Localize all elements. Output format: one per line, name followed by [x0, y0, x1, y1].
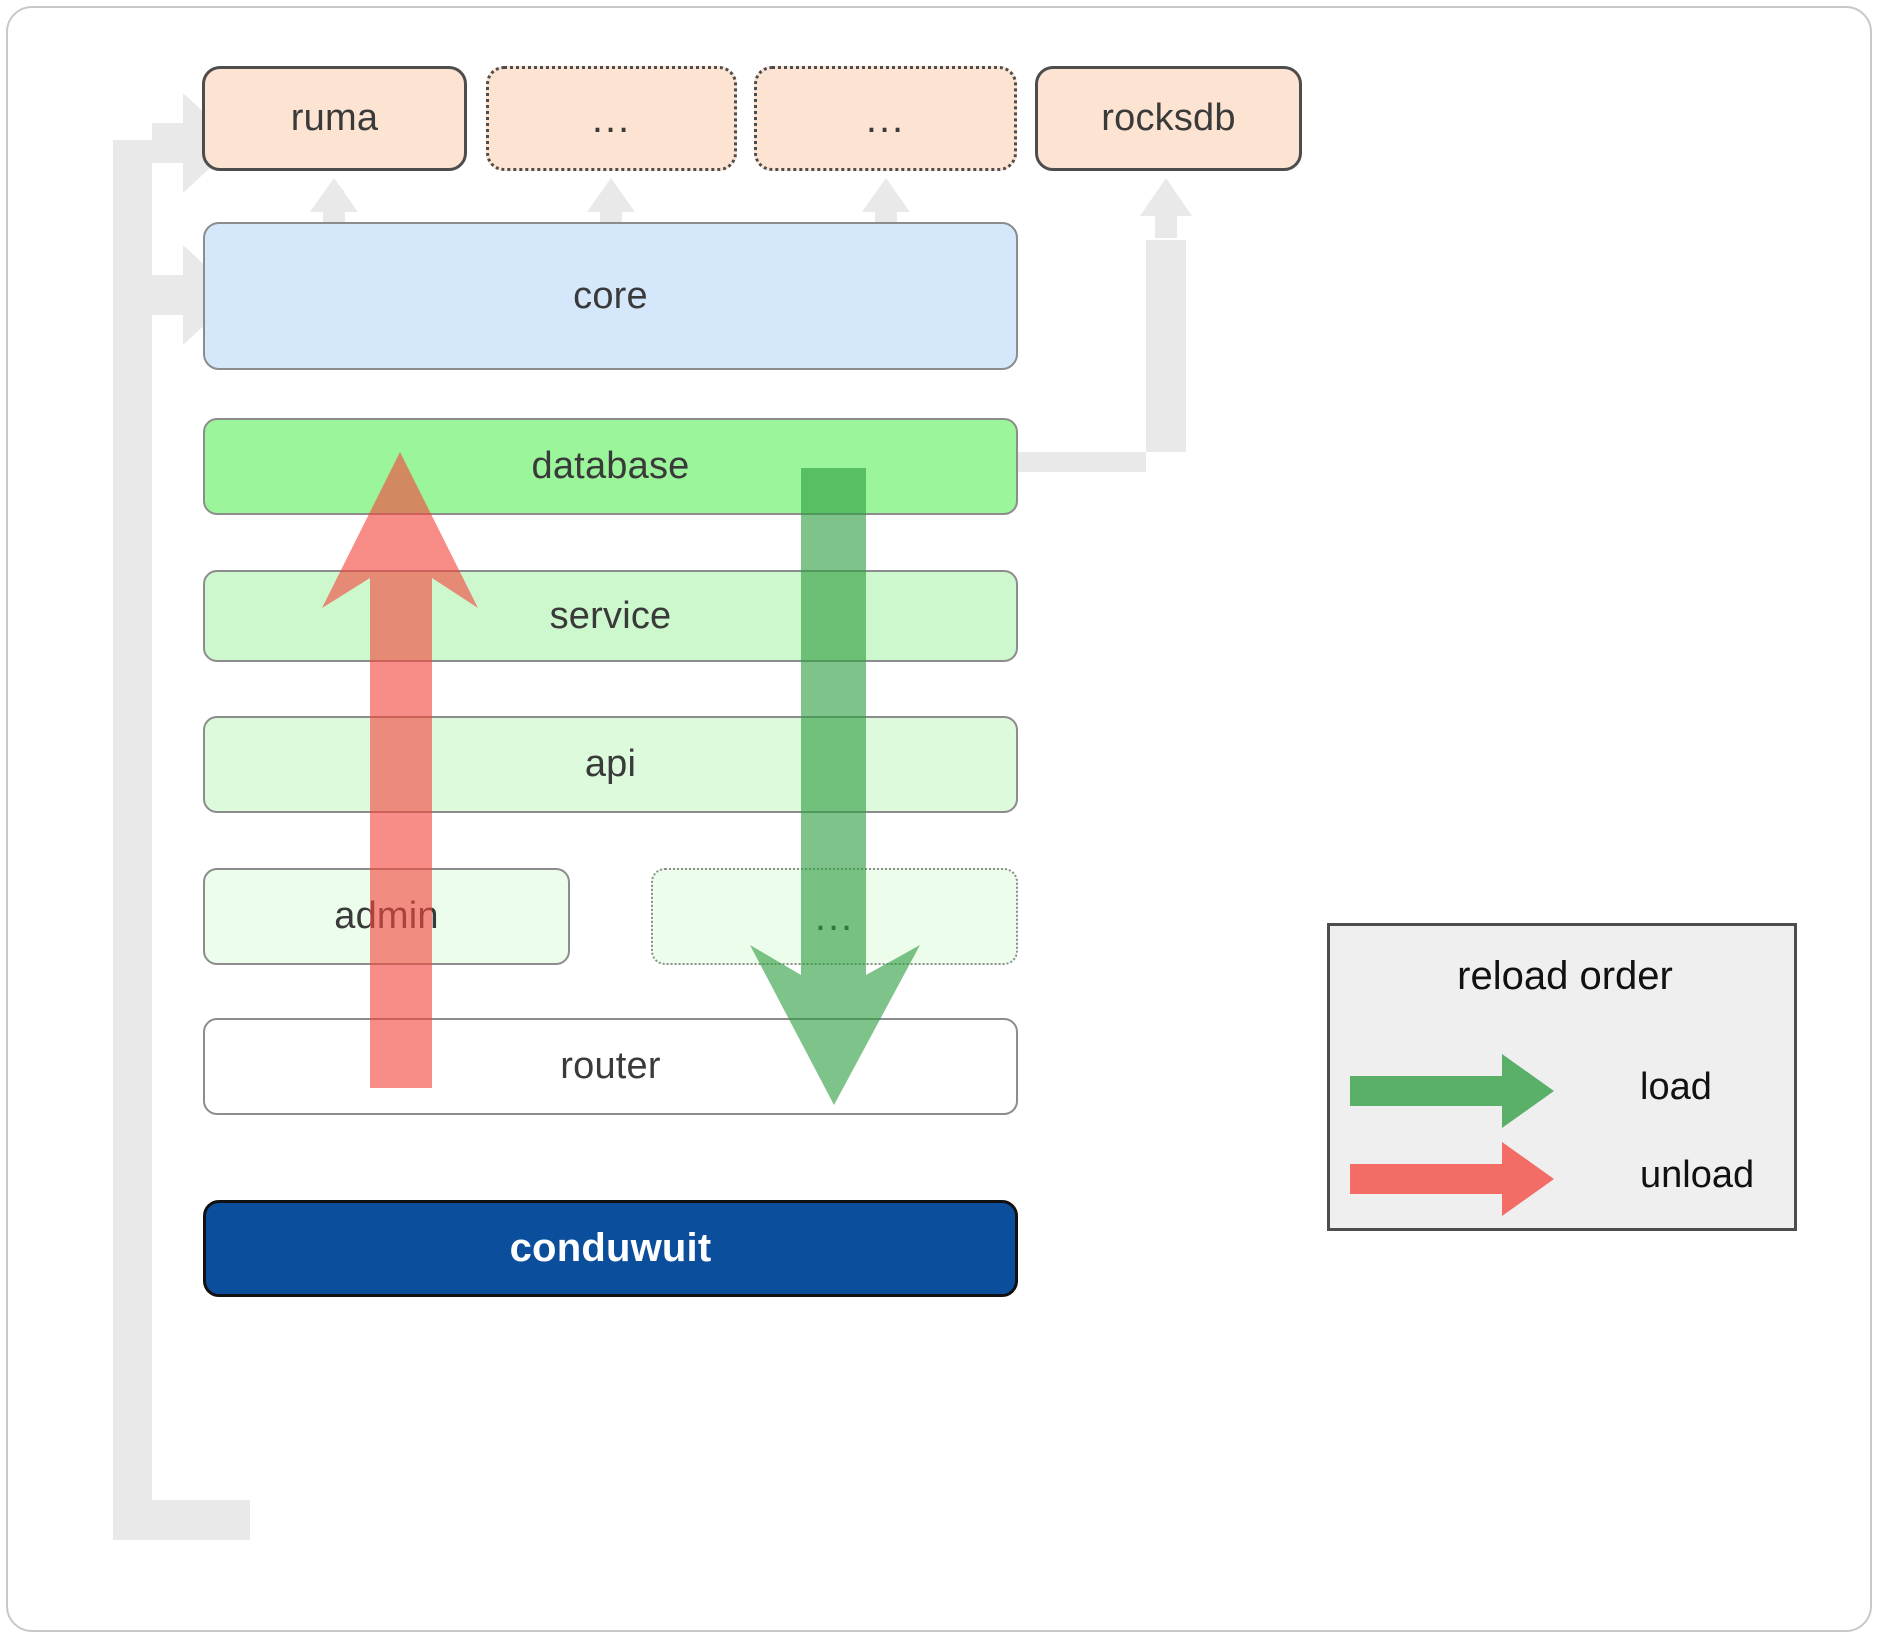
dep-box-ellipsis-2[interactable]: ...	[754, 66, 1017, 171]
legend-unload-arrow-icon	[1350, 1142, 1554, 1216]
app-box-conduwuit[interactable]: conduwuit	[203, 1200, 1018, 1297]
core-box[interactable]: core	[203, 222, 1018, 370]
layer-box-service[interactable]: service	[203, 570, 1018, 662]
layer-box-database[interactable]: database	[203, 418, 1018, 515]
layer-box-router[interactable]: router	[203, 1018, 1018, 1115]
layer-box-ellipsis[interactable]: ...	[651, 868, 1018, 965]
legend-title: reload order	[1457, 954, 1673, 998]
legend-load-arrow-icon	[1350, 1054, 1554, 1128]
legend-panel: reload order load unload	[1327, 923, 1797, 1231]
legend-label-load: load	[1640, 1066, 1712, 1108]
app-label-conduwuit: conduwuit	[509, 1226, 712, 1270]
dep-label-rocksdb: rocksdb	[1101, 97, 1236, 139]
layer-label-database: database	[531, 445, 690, 487]
legend-label-unload: unload	[1640, 1154, 1755, 1196]
dep-box-rocksdb[interactable]: rocksdb	[1035, 66, 1302, 171]
layer-label-admin: admin	[334, 895, 439, 937]
layer-box-admin[interactable]: admin	[203, 868, 570, 965]
layer-label-api: api	[584, 743, 637, 785]
dep-label-ellipsis-1: ...	[591, 96, 632, 141]
layer-label-ellipsis: ...	[814, 894, 855, 939]
dep-box-ruma[interactable]: ruma	[202, 66, 467, 171]
dep-label-ruma: ruma	[290, 97, 379, 139]
layer-box-api[interactable]: api	[203, 716, 1018, 813]
legend-row-unload: unload	[1330, 1134, 1800, 1224]
dep-box-ellipsis-1[interactable]: ...	[486, 66, 737, 171]
layer-label-router: router	[560, 1045, 661, 1087]
core-label: core	[573, 274, 648, 317]
layer-label-service: service	[549, 594, 672, 637]
legend-row-load: load	[1330, 1046, 1800, 1136]
dep-label-ellipsis-2: ...	[865, 96, 906, 141]
